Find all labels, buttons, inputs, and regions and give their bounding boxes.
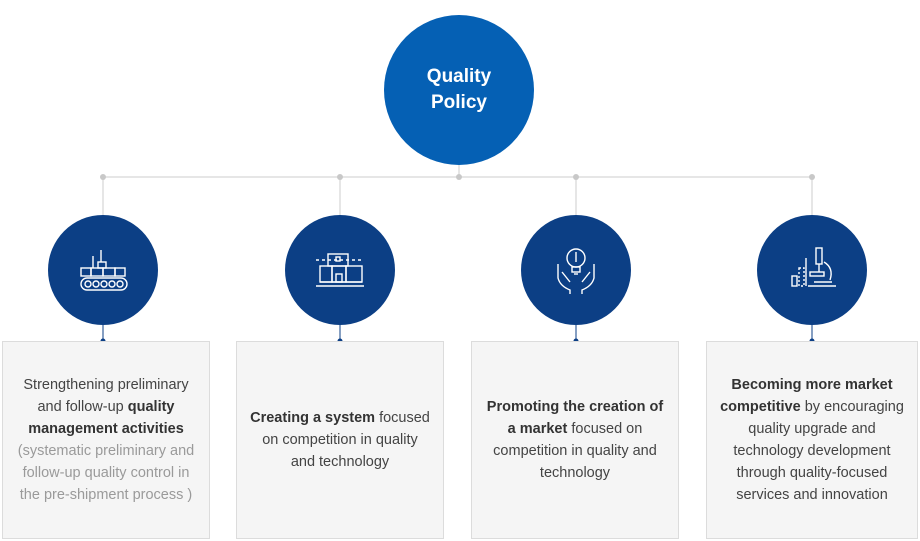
node-2-post: focused on competition in quality and te… [262,410,430,470]
node-2-bold: Creating a system [250,410,376,426]
node-circle-2 [285,215,395,325]
node-card-3: Promoting the creation of a market focus… [471,341,679,539]
node-4-post: by encouraging quality upgrade and techn… [733,399,904,503]
node-1-text: Strengthening preliminary and follow-up [23,377,189,415]
node-card-2: Creating a system focused on competition… [236,341,444,539]
center-title-line1: Quality [426,66,492,87]
microscope-chart-icon [791,247,836,287]
system-building-icon [316,253,364,287]
node-circle-4 [757,215,867,325]
lightbulb-hands-icon [557,248,595,294]
node-4-bold: Becoming more market competitive [720,377,893,415]
node-1-muted: (systematic preliminary and follow-up qu… [17,443,195,503]
center-title-line2: Policy [431,92,487,113]
node-1-bold: quality management activities [28,399,184,437]
node-card-4: Becoming more market competitive by enco… [706,341,918,539]
node-circle-1 [48,215,158,325]
node-3-post: focused on competition in quality and te… [493,421,657,481]
node-circle-3 [521,215,631,325]
quality-policy-circle: Quality Policy [384,15,534,165]
node-card-1: Strengthening preliminary and follow-up … [2,341,210,539]
node-3-bold: Promoting the creation of a market [486,399,664,437]
factory-conveyor-icon [80,250,128,291]
